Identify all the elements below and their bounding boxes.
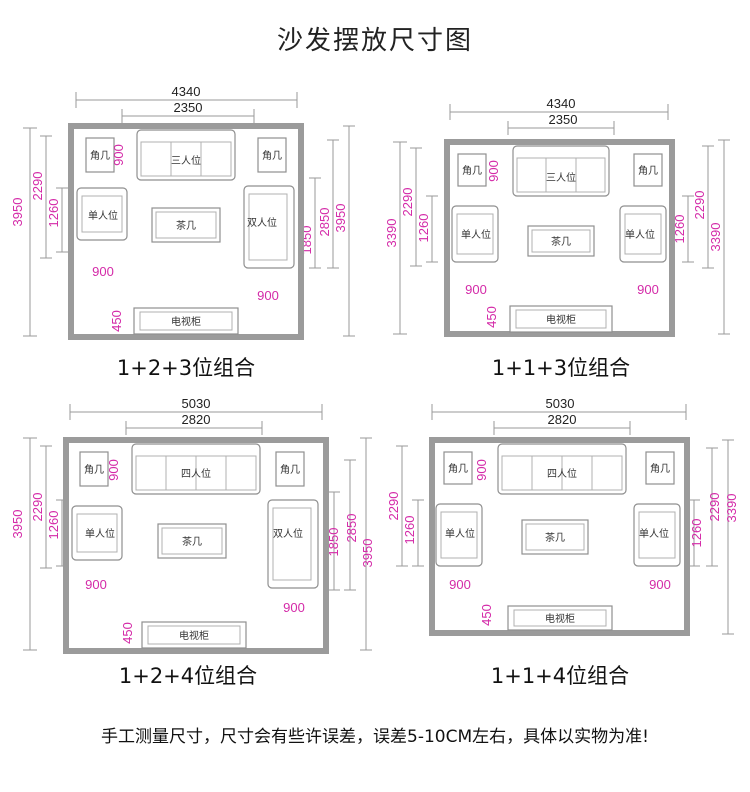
right-dim-outer: 3950 [360, 539, 375, 568]
corner-table-left: 角几 [448, 463, 468, 475]
top-dim-outer: 4340 [172, 84, 201, 99]
left-dim-inner: 1260 [46, 511, 61, 540]
chair-right: 双人位 [273, 527, 303, 540]
right-dim-mid: 2290 [707, 493, 722, 522]
tv-cabinet: 电视柜 [171, 315, 201, 328]
chair-right: 单人位 [625, 228, 655, 241]
left-dim-mid: 2290 [400, 188, 415, 217]
gap-left: 900 [465, 282, 487, 297]
page-title: 沙发摆放尺寸图 [276, 26, 473, 56]
right-dim-mid: 2290 [692, 191, 707, 220]
coffee-table: 茶几 [545, 531, 565, 544]
gap-right: 900 [257, 288, 279, 303]
corner-table-left: 角几 [84, 464, 104, 476]
left-dim-mid: 2290 [30, 493, 45, 522]
gap-left: 900 [449, 577, 471, 592]
top-dim-inner: 2350 [174, 100, 203, 115]
sofa-main: 四人位 [547, 467, 577, 480]
left-dim-outer: 3950 [10, 198, 25, 227]
gap-sofa: 900 [474, 459, 489, 481]
gap-right: 900 [649, 577, 671, 592]
gap-left: 900 [92, 264, 114, 279]
gap-tv: 450 [109, 310, 124, 332]
corner-table-left: 角几 [462, 165, 482, 177]
left-dim-inner: 1260 [416, 214, 431, 243]
gap-left: 900 [85, 577, 107, 592]
layout-caption: 1+2+4位组合 [119, 664, 257, 688]
right-dim-mid: 2850 [317, 208, 332, 237]
top-dim-outer: 5030 [182, 396, 211, 411]
top-dim-outer: 4340 [547, 96, 576, 111]
disclaimer-footer: 手工测量尺寸，尺寸会有些许误差，误差5-10CM左右，具体以实物为准! [101, 727, 649, 747]
gap-tv: 450 [479, 604, 494, 626]
gap-tv: 450 [484, 306, 499, 328]
right-dim-inner: 1260 [689, 519, 704, 548]
left-dim-inner: 1260 [402, 516, 417, 545]
chair-right: 双人位 [247, 216, 277, 229]
gap-sofa: 900 [486, 160, 501, 182]
gap-right: 900 [637, 282, 659, 297]
chair-left: 单人位 [445, 527, 475, 540]
top-dim-inner: 2820 [548, 412, 577, 427]
corner-table-left: 角几 [90, 150, 110, 162]
right-dim-inner: 1850 [326, 528, 341, 557]
sofa-main: 三人位 [171, 154, 201, 167]
top-dim-inner: 2820 [182, 412, 211, 427]
top-dim-inner: 2350 [549, 112, 578, 127]
gap-right: 900 [283, 600, 305, 615]
coffee-table: 茶几 [182, 535, 202, 548]
gap-sofa: 900 [106, 459, 121, 481]
layout-4: 5030 2820 2290 1260 1260 2290 3390 角几 角几 [386, 396, 739, 688]
layout-caption: 1+1+4位组合 [491, 664, 629, 688]
sofa-main: 四人位 [181, 467, 211, 480]
sofa-main: 三人位 [546, 171, 576, 184]
left-dim-outer: 3950 [10, 510, 25, 539]
right-dim-mid: 2850 [344, 514, 359, 543]
chair-right: 单人位 [639, 527, 669, 540]
layout-1: 4340 2350 3950 2290 1260 1850 2850 3950 [10, 84, 355, 380]
gap-tv: 450 [120, 622, 135, 644]
layout-3: 5030 2820 3950 2290 1260 1850 2850 3950 … [10, 396, 375, 688]
layout-2: 4340 2350 3390 2290 1260 1260 2290 3390 … [384, 96, 730, 380]
left-dim-outer: 3390 [384, 219, 399, 248]
chair-left: 单人位 [88, 209, 118, 222]
tv-cabinet: 电视柜 [545, 612, 575, 625]
gap-sofa: 900 [111, 144, 126, 166]
chair-left: 单人位 [85, 527, 115, 540]
coffee-table: 茶几 [176, 219, 196, 232]
right-dim-outer: 3390 [724, 494, 739, 523]
corner-table-right: 角几 [280, 464, 300, 476]
corner-table-right: 角几 [638, 165, 658, 177]
corner-table-right: 角几 [262, 150, 282, 162]
left-dim-mid: 2290 [30, 172, 45, 201]
chair-left: 单人位 [461, 228, 491, 241]
tv-cabinet: 电视柜 [546, 313, 576, 326]
left-dim-inner: 1260 [46, 199, 61, 228]
left-dim-mid: 2290 [386, 492, 401, 521]
right-dim-outer: 3950 [333, 204, 348, 233]
layout-caption: 1+2+3位组合 [117, 356, 255, 380]
tv-cabinet: 电视柜 [179, 629, 209, 642]
layout-caption: 1+1+3位组合 [492, 356, 630, 380]
top-dim-outer: 5030 [546, 396, 575, 411]
right-dim-outer: 3390 [708, 223, 723, 252]
corner-table-right: 角几 [650, 463, 670, 475]
right-dim-inner: 1260 [672, 215, 687, 244]
coffee-table: 茶几 [551, 235, 571, 248]
